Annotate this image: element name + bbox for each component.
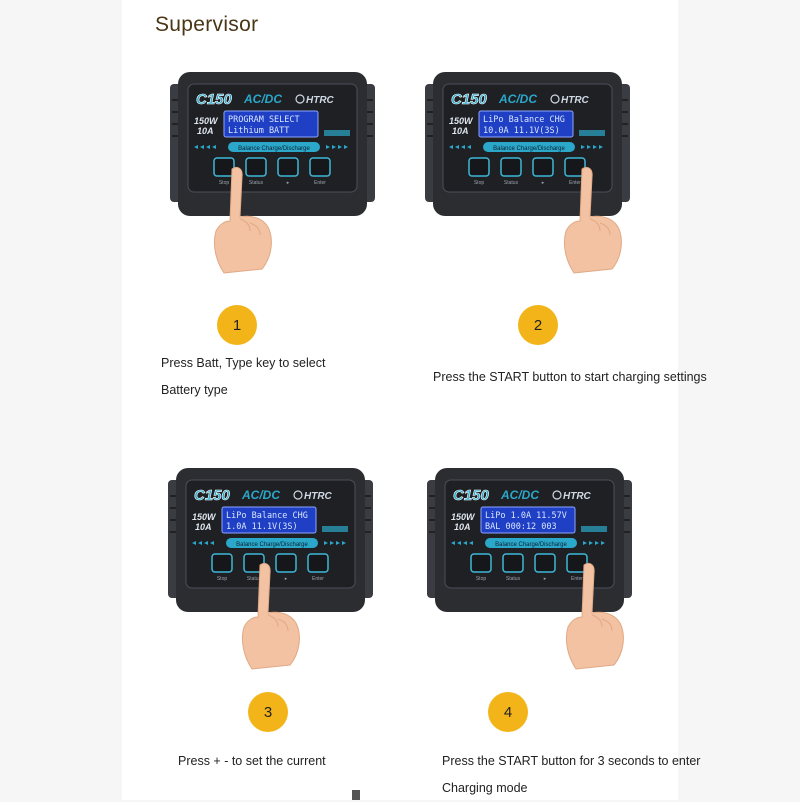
svg-text:Stop: Stop [474,180,485,186]
svg-text:150W: 150W [192,512,217,522]
svg-text:Enter: Enter [314,180,326,186]
charger-photo: C150 AC/DC HTRC 150W 10A LiPo Balance CH… [425,70,630,218]
step-caption: Press the START button to start charging… [433,364,707,391]
svg-text:HTRC: HTRC [306,95,335,106]
pointing-hand-icon [563,166,622,274]
svg-text:AC/DC: AC/DC [243,92,282,106]
charger-photo: C150 AC/DC HTRC 150W 10A PROGRAM SELECT … [170,70,375,218]
svg-text:Balance Charge/Discharge: Balance Charge/Discharge [238,146,310,152]
pointing-hand-icon [213,166,272,274]
svg-text:Status: Status [506,576,521,582]
svg-text:10A: 10A [452,126,469,136]
lcd-line-2: BAL 000:12 003 [485,522,557,532]
svg-text:Stop: Stop [219,180,230,186]
charger-photo: C150 AC/DC HTRC 150W 10A LiPo 1.0A 11.57… [427,466,632,614]
caption-line-2: Charging mode [442,781,528,795]
svg-text:10A: 10A [195,522,212,532]
svg-text:Status: Status [247,576,262,582]
svg-text:150W: 150W [194,116,219,126]
lcd-line-2: 10.0A 11.1V(3S) [483,126,560,136]
caption-line-1: Press the START button for 3 seconds to … [442,754,701,768]
svg-text:10A: 10A [197,126,214,136]
svg-text:Balance Charge/Discharge: Balance Charge/Discharge [495,542,567,548]
svg-text:Status: Status [504,180,519,186]
step-number-badge: 3 [248,692,288,732]
step-number-badge: 4 [488,692,528,732]
svg-text:C150: C150 [451,91,488,108]
svg-text:▸: ▸ [542,180,545,186]
pointing-hand-icon [241,562,300,670]
svg-text:HTRC: HTRC [561,95,590,106]
step-caption: Press + - to set the current [178,748,326,775]
svg-text:Balance Charge/Discharge: Balance Charge/Discharge [236,542,308,548]
svg-text:Enter: Enter [569,180,581,186]
svg-text:HTRC: HTRC [304,491,333,502]
svg-text:C150: C150 [453,487,490,504]
lcd-line-2: Lithium BATT [228,126,289,136]
svg-text:▸: ▸ [287,180,290,186]
svg-text:Balance Charge/Discharge: Balance Charge/Discharge [493,146,565,152]
caption-line-1: Press + - to set the current [178,754,326,768]
lcd-line-2: 1.0A 11.1V(3S) [226,522,298,532]
caption-line-2: Battery type [161,383,228,397]
svg-text:150W: 150W [451,512,476,522]
svg-text:HTRC: HTRC [563,491,592,502]
svg-text:Stop: Stop [217,576,228,582]
caption-line-1: Press the START button to start charging… [433,370,707,384]
lcd-line-1: LiPo Balance CHG [483,115,565,125]
step-number-badge: 2 [518,305,558,345]
pointing-hand-icon [565,562,624,670]
svg-text:C150: C150 [196,91,233,108]
svg-text:Enter: Enter [312,576,324,582]
svg-text:C150: C150 [194,487,231,504]
lcd-line-1: LiPo 1.0A 11.57V [485,511,567,521]
lcd-line-1: PROGRAM SELECT [228,115,300,125]
svg-text:Stop: Stop [476,576,487,582]
page-title: Supervisor [155,13,259,36]
caption-line-1: Press Batt, Type key to select [161,356,326,370]
charger-photo: C150 AC/DC HTRC 150W 10A LiPo Balance CH… [168,466,373,614]
svg-text:150W: 150W [449,116,474,126]
cable-stub [352,790,360,800]
step-caption: Press the START button for 3 seconds to … [442,748,700,802]
svg-text:▸: ▸ [544,576,547,582]
svg-text:AC/DC: AC/DC [241,488,280,502]
svg-text:Enter: Enter [571,576,583,582]
lcd-line-1: LiPo Balance CHG [226,511,308,521]
svg-text:Status: Status [249,180,264,186]
svg-text:AC/DC: AC/DC [500,488,539,502]
svg-text:10A: 10A [454,522,471,532]
svg-text:▸: ▸ [285,576,288,582]
svg-text:AC/DC: AC/DC [498,92,537,106]
step-number-badge: 1 [217,305,257,345]
